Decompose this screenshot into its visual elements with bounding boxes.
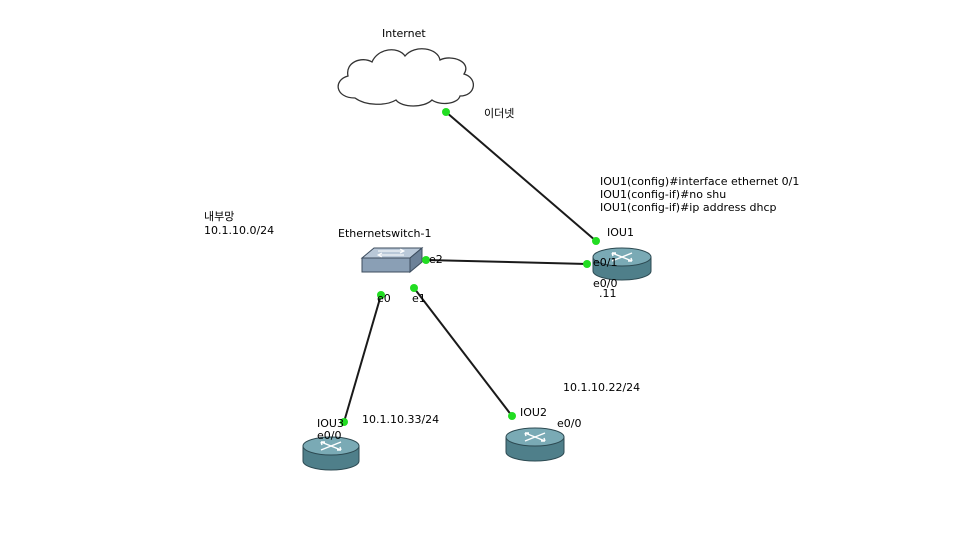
config-line: IOU1(config)#interface ethernet 0/1 [600, 175, 800, 188]
lan-name-note: 내부망 [204, 210, 235, 223]
switch-e2-label: e2 [429, 253, 443, 266]
internet-cloud-icon[interactable] [337, 48, 474, 107]
port-dot-switch-e0 [377, 291, 385, 299]
internet-label: Internet [382, 27, 426, 40]
iou1-label: IOU1 [607, 226, 634, 239]
iou3-router-icon[interactable] [302, 436, 360, 471]
switch-e0-label: e0 [377, 292, 391, 305]
iou1-e00-label: e0/0 [593, 277, 618, 290]
iou1-address-label: .11 [599, 287, 617, 300]
ethernet-switch-icon[interactable] [360, 246, 424, 274]
config-line: IOU1(config-if)#no shu [600, 188, 727, 201]
link-switch-iou1 [425, 259, 588, 265]
port-dot-iou3 [340, 418, 348, 426]
iou3-e00-label: e0/0 [317, 429, 342, 442]
link-switch-iou2 [413, 287, 513, 417]
iou2-ip-note: 10.1.10.22/24 [563, 381, 641, 394]
port-dot-iou1-e01 [592, 237, 600, 245]
cloud-port-label: 이더넷 [484, 107, 515, 120]
iou3-ip-note: 10.1.10.33/24 [362, 413, 440, 426]
link-switch-iou3 [343, 294, 382, 423]
port-dot-cloud [442, 108, 450, 116]
switch-e1-label: e1 [412, 292, 426, 305]
port-dot-switch-e1 [410, 284, 418, 292]
iou2-label: IOU2 [520, 406, 547, 419]
iou2-e00-label: e0/0 [557, 417, 582, 430]
iou1-e01-label: e0/1 [593, 256, 618, 269]
switch-label: Ethernetswitch-1 [338, 227, 432, 240]
link-cloud-iou1 [445, 111, 597, 242]
iou3-label: IOU3 [317, 417, 344, 430]
lan-subnet-note: 10.1.10.0/24 [204, 224, 275, 237]
config-line: IOU1(config-if)#ip address dhcp [600, 201, 777, 214]
port-dot-iou1-e00 [583, 260, 591, 268]
iou1-router-icon[interactable] [592, 247, 652, 281]
port-dot-switch-e2 [422, 256, 430, 264]
iou2-router-icon[interactable] [505, 427, 565, 462]
iou1-config-note: IOU1(config)#interface ethernet 0/1 IOU1… [600, 175, 799, 214]
port-dot-iou2 [508, 412, 516, 420]
